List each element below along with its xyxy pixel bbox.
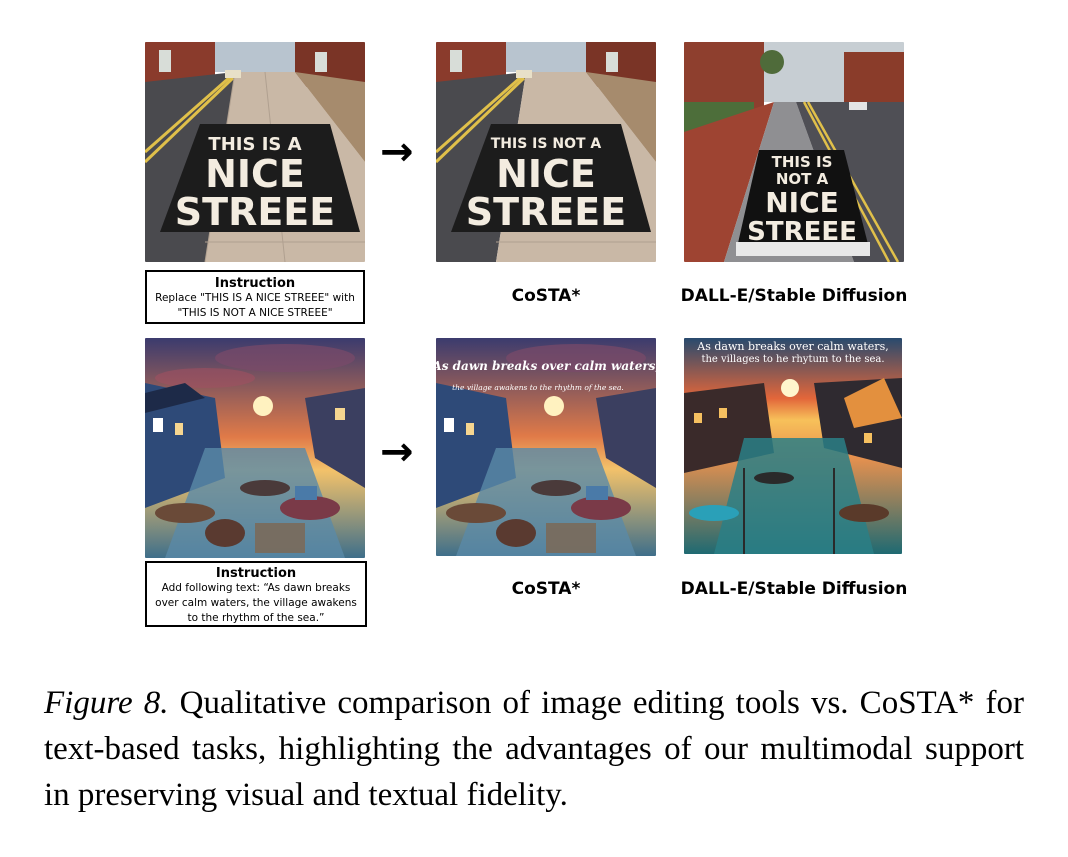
instruction-box-row2: Instruction Add following text: “As dawn… xyxy=(145,561,367,627)
label-costa-row1: CoSTA* xyxy=(511,286,581,306)
input-image-harbour xyxy=(145,338,365,558)
input-image-street: THIS IS A NICE STREEE xyxy=(145,42,365,262)
arrow-row2: → xyxy=(380,429,414,475)
overlay-text-line2: the village awakens to the rhythm of the… xyxy=(452,383,624,392)
overlay-text-line1: As dawn breaks over calm waters, xyxy=(696,340,888,353)
instruction-title: Instruction xyxy=(214,276,296,291)
label-costa-row2: CoSTA* xyxy=(511,579,581,599)
sign-text-line1: THIS IS A xyxy=(208,134,301,155)
sign-text-line3: NICE xyxy=(765,186,839,219)
sign-text-line2: NICE xyxy=(496,152,596,196)
overlay-text-line1: As dawn breaks over calm waters, xyxy=(436,359,656,373)
sign-text-line3: STREEE xyxy=(466,190,626,234)
dalle-image-harbour: As dawn breaks over calm waters, the vil… xyxy=(684,338,902,554)
instruction-text: Add following text: “As dawn breaks over… xyxy=(155,582,357,624)
sign-text-line4: STREEE xyxy=(747,217,857,247)
sign-text-line3: STREEE xyxy=(175,190,335,234)
label-dalle-row1: DALL-E/Stable Diffusion xyxy=(680,286,908,306)
instruction-box-row1: Instruction Replace "THIS IS A NICE STRE… xyxy=(145,270,365,324)
sign-text-line2: NOT A xyxy=(776,170,829,188)
costa-image-harbour: As dawn breaks over calm waters, the vil… xyxy=(436,338,656,556)
caption-text: Qualitative comparison of image editing … xyxy=(44,685,1025,813)
sign-text-line1: THIS IS NOT A xyxy=(491,136,602,152)
figure-caption: Figure 8. Qualitative comparison of imag… xyxy=(44,680,1024,818)
overlay-text-line2: the villages to he rhytum to the sea. xyxy=(701,354,884,365)
costa-image-street: THIS IS NOT A NICE STREEE xyxy=(436,42,656,262)
label-dalle-row2: DALL-E/Stable Diffusion xyxy=(680,579,908,599)
sign-text-line2: NICE xyxy=(205,152,305,196)
arrow-row1: → xyxy=(380,129,414,175)
sign-text-line1: THIS IS xyxy=(772,153,833,171)
figure-label: Figure 8. xyxy=(44,685,169,721)
dalle-image-street: THIS IS NOT A NICE STREEE xyxy=(684,42,904,262)
instruction-text: Replace "THIS IS A NICE STREEE" with "TH… xyxy=(155,292,355,319)
instruction-title: Instruction xyxy=(215,566,297,581)
